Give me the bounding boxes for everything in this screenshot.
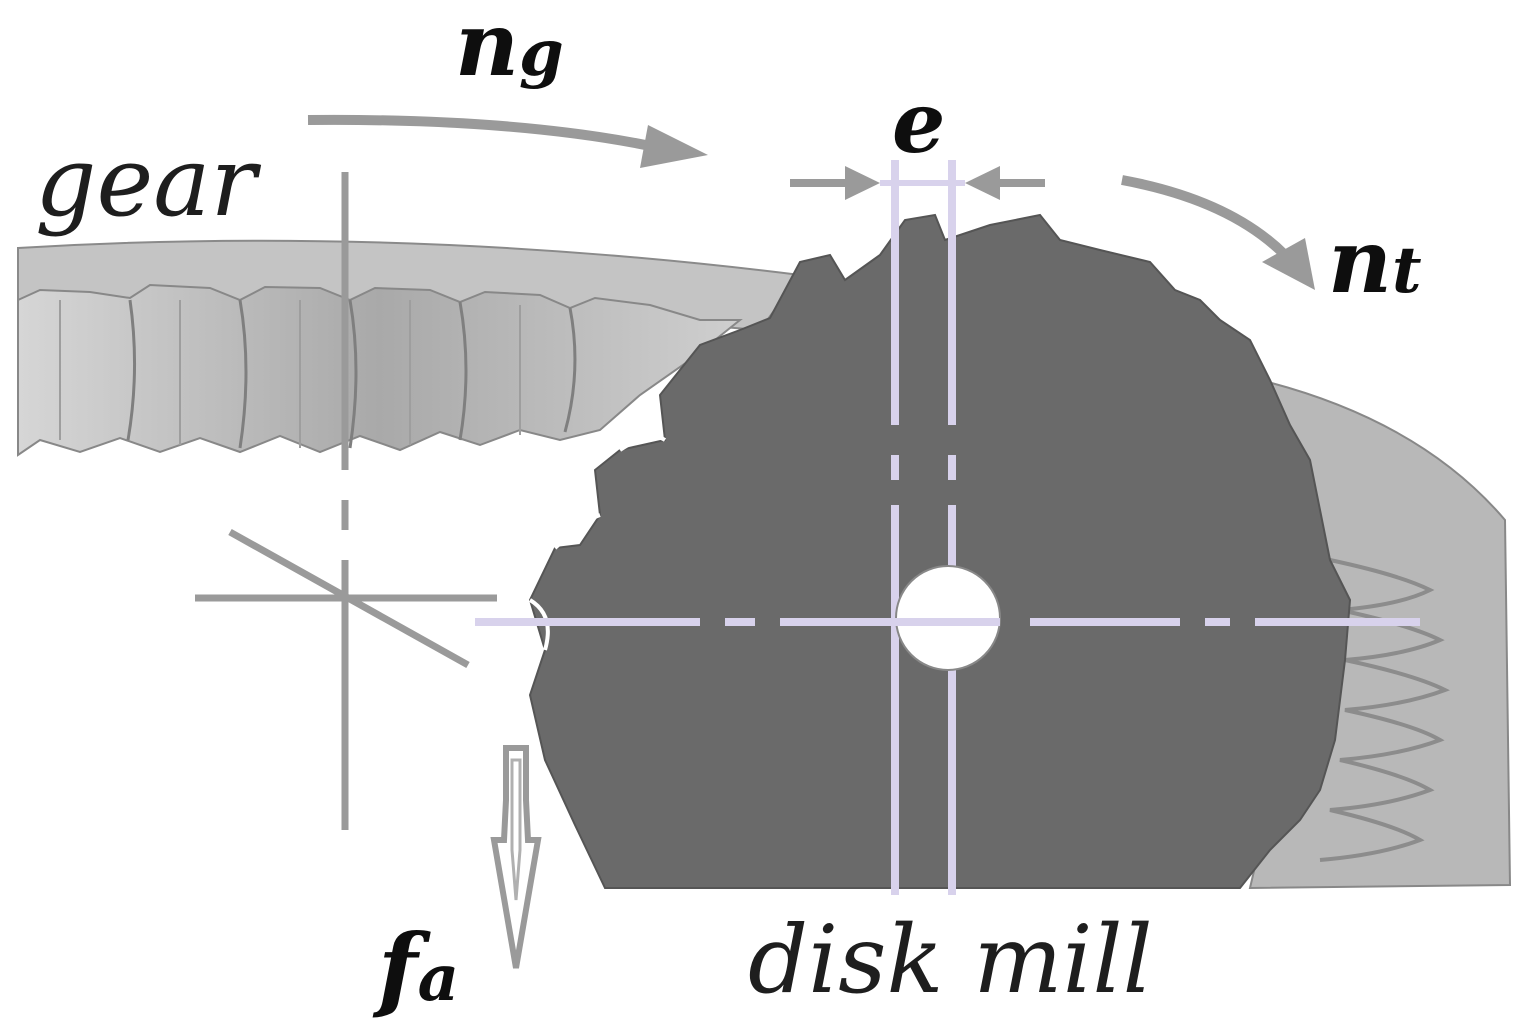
gear-tooth-gap: [238, 299, 248, 449]
gear-axis-cross: [195, 172, 497, 830]
mill-tooth-notch: [553, 513, 601, 550]
gear-rotation-arrow: [307, 114, 708, 168]
mill-tooth-notch: [618, 434, 667, 452]
gear-rotation-label: ng: [455, 0, 564, 96]
gear-teeth-band: [17, 283, 743, 457]
eccentricity-arrowhead-left: [845, 166, 880, 200]
eccentricity-label: e: [892, 73, 945, 172]
gear-tooth-gap: [458, 301, 468, 441]
tool-rotation-arrow: [1121, 175, 1315, 290]
tool-rotation-arrowhead: [1262, 238, 1315, 290]
gear-rotation-arrow-shaft: [307, 114, 662, 153]
feed-arrow: [490, 745, 542, 969]
feed-arrow-inner: [510, 758, 522, 901]
gear-axis-diagonal: [228, 528, 470, 669]
eccentricity-arrowhead-right: [965, 166, 1000, 200]
tool-rotation-label: nt: [1328, 209, 1422, 313]
gear-label: gear: [35, 126, 262, 238]
gear-tooth-gap: [348, 299, 358, 449]
disk-mill-label: disk mill: [748, 906, 1153, 1015]
gear-tooth-edge: [59, 300, 521, 448]
tool-rotation-arrow-shaft: [1121, 175, 1289, 259]
feed-label: fa: [372, 914, 459, 1022]
disk-mill-body: [528, 213, 1352, 889]
gear-tooth-gap: [563, 307, 577, 433]
eccentricity-arrows: [790, 166, 1045, 200]
gear-tooth-gap: [126, 299, 137, 441]
gear-rotation-arrowhead: [640, 125, 708, 168]
gear-body: [17, 239, 802, 457]
